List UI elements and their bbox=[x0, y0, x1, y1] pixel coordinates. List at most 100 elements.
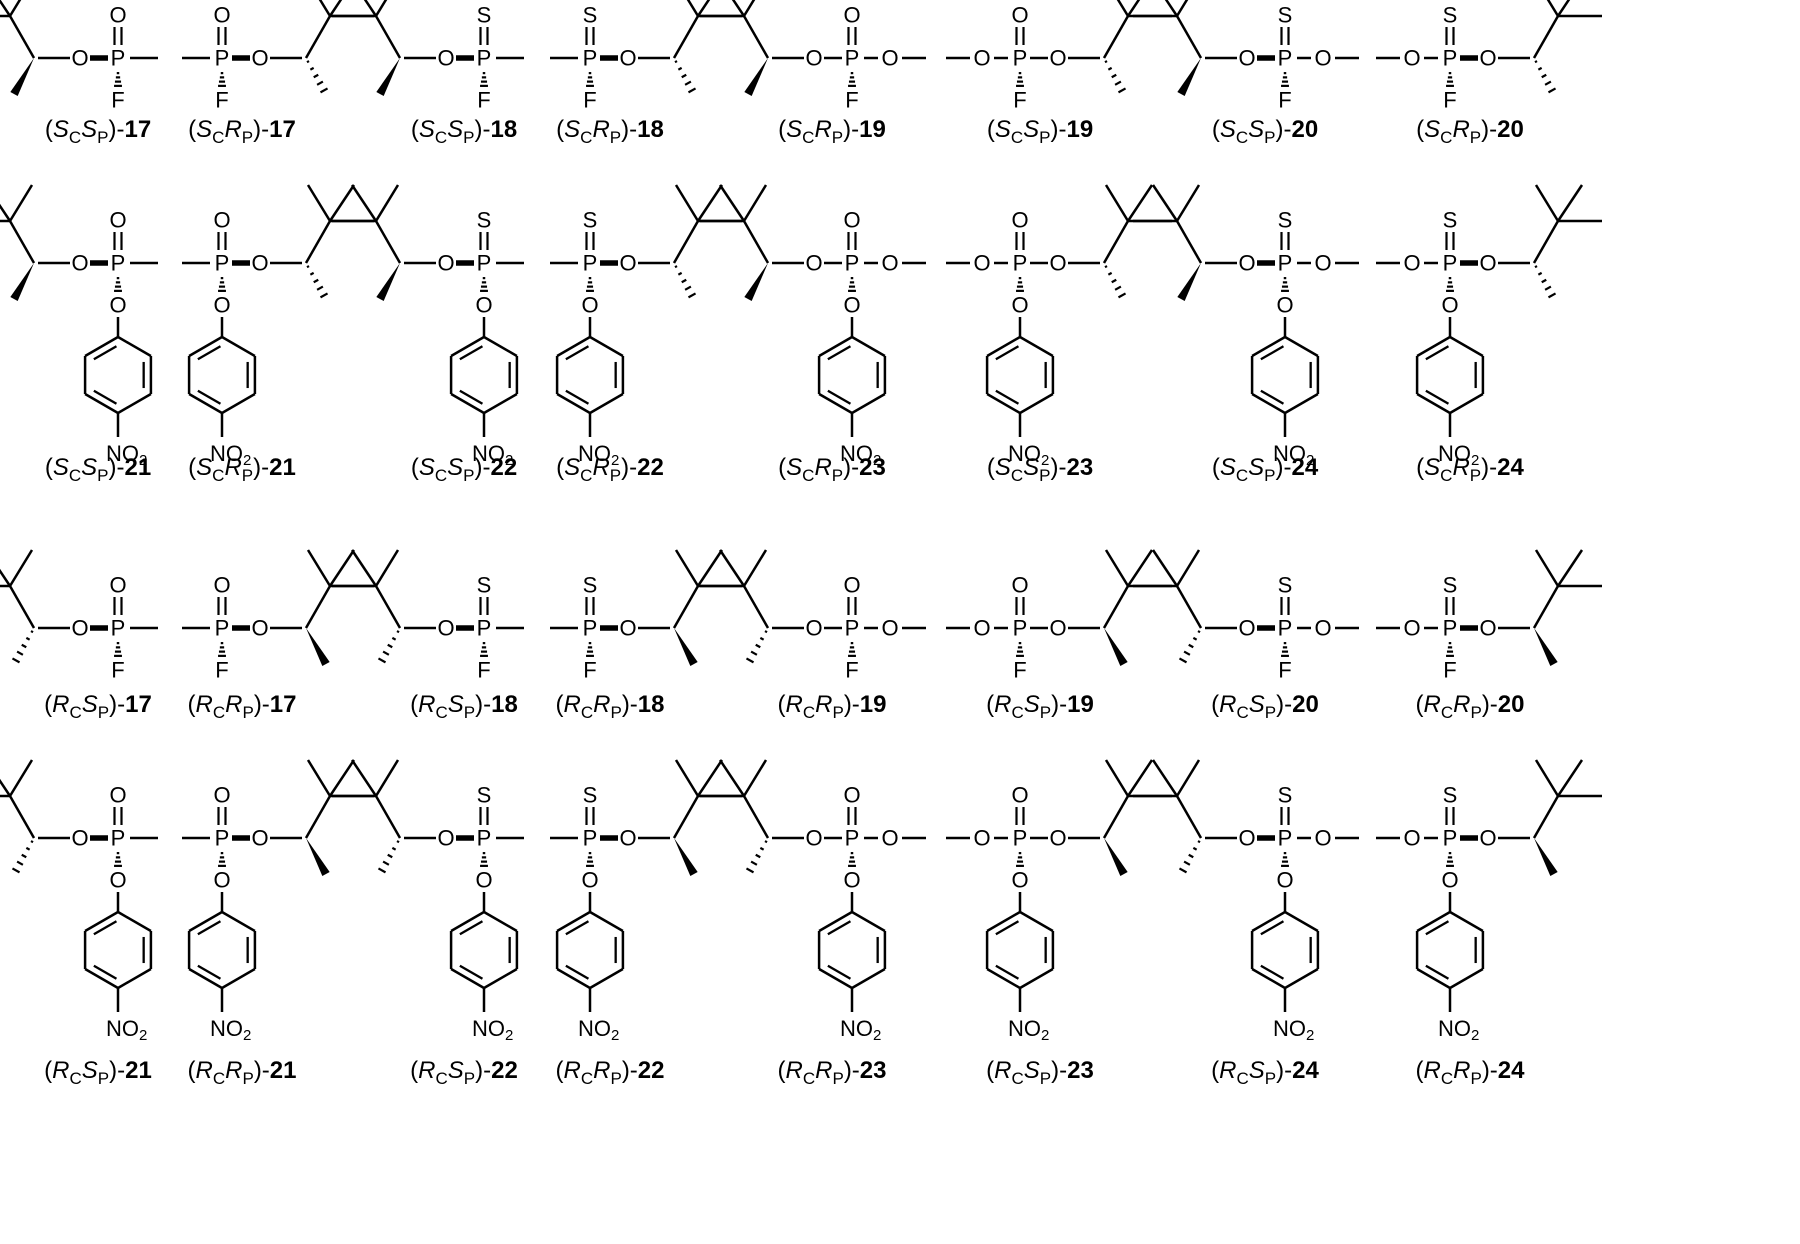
hash-stroke bbox=[387, 853, 393, 859]
label-part: 19 bbox=[1067, 691, 1094, 718]
label-part: C bbox=[1011, 128, 1023, 147]
ring-double-bond bbox=[1260, 964, 1285, 980]
stereo-wedge bbox=[10, 263, 34, 302]
nitro-subscript: 2 bbox=[139, 452, 147, 469]
compound-label: (SCSP)-24 bbox=[1212, 454, 1319, 485]
label-part: C bbox=[1441, 703, 1453, 722]
hash-stroke bbox=[306, 60, 310, 64]
thiono-sulfur: S bbox=[1443, 208, 1458, 233]
hash-stroke bbox=[1114, 285, 1122, 291]
methyl-bond bbox=[1116, 0, 1130, 17]
ester-oxygen: O bbox=[619, 46, 636, 71]
stereo-wedge bbox=[376, 263, 400, 302]
label-part: ( bbox=[556, 116, 564, 143]
ester-oxygen: O bbox=[1238, 616, 1255, 641]
ester-oxygen: O bbox=[1479, 251, 1496, 276]
label-part: R bbox=[815, 691, 832, 718]
methyl-bond bbox=[1556, 759, 1584, 797]
ring-bond bbox=[1284, 910, 1319, 933]
compound-label: (SCSP)-17 bbox=[45, 116, 151, 147]
label-part: ( bbox=[1416, 1057, 1424, 1084]
label-part: ( bbox=[411, 454, 419, 481]
label-part: ( bbox=[556, 454, 564, 481]
aryl-oxygen: O bbox=[1441, 868, 1458, 893]
hash-stroke bbox=[1537, 66, 1543, 71]
nitro-label: NO bbox=[210, 1016, 243, 1041]
label-part: C bbox=[1440, 466, 1452, 485]
methyl-bond bbox=[674, 184, 700, 222]
label-part: )- bbox=[254, 691, 270, 718]
ring-double-bond bbox=[459, 345, 484, 361]
ring-bond bbox=[450, 392, 485, 415]
label-part: 24 bbox=[1497, 454, 1524, 481]
hash-stroke bbox=[687, 87, 697, 94]
label-part: C bbox=[212, 128, 224, 147]
label-part: ( bbox=[188, 116, 196, 143]
label-part: R bbox=[225, 691, 242, 718]
hash-stroke bbox=[387, 643, 393, 649]
phosphorus-atom: P bbox=[111, 826, 126, 851]
label-part: ( bbox=[556, 691, 564, 718]
methyl-bond bbox=[350, 759, 378, 797]
phosphorus-atom: P bbox=[1013, 251, 1028, 276]
label-part: )- bbox=[1051, 1057, 1067, 1084]
label-part: C bbox=[580, 128, 592, 147]
ring-bond bbox=[1251, 910, 1286, 933]
ring-bond bbox=[556, 392, 591, 415]
hash-stroke bbox=[1534, 265, 1538, 269]
nitro-group: NO2 bbox=[578, 441, 619, 469]
methyl-bond bbox=[1556, 549, 1584, 587]
c-c-bond bbox=[1102, 220, 1130, 264]
c-c-bond bbox=[374, 220, 402, 264]
thiono-sulfur: S bbox=[1443, 573, 1458, 598]
methyl-bond bbox=[742, 549, 768, 587]
ring-bond bbox=[1416, 392, 1451, 415]
label-part: S bbox=[1023, 116, 1039, 143]
label-part: R bbox=[224, 116, 241, 143]
label-part: )- bbox=[1050, 454, 1066, 481]
c-c-bond bbox=[8, 795, 36, 839]
methyl-bond bbox=[674, 759, 700, 797]
p-f-hashed-bond bbox=[1016, 72, 1024, 87]
label-part: R bbox=[418, 691, 435, 718]
methoxy-oxygen: O bbox=[881, 616, 898, 641]
phosphorus-atom: P bbox=[1278, 826, 1293, 851]
methoxy-oxygen: O bbox=[1314, 826, 1331, 851]
label-part: 23 bbox=[1067, 1057, 1094, 1084]
label-part: 21 bbox=[269, 454, 296, 481]
label-part: 19 bbox=[859, 116, 886, 143]
label-part: P bbox=[1470, 128, 1481, 147]
stereo-hash bbox=[377, 630, 400, 664]
label-part: 20 bbox=[1498, 691, 1525, 718]
hash-stroke bbox=[30, 630, 34, 634]
fluorine-atom: F bbox=[845, 658, 858, 683]
nitro-group: NO2 bbox=[1008, 1016, 1049, 1044]
hash-stroke bbox=[316, 80, 324, 86]
label-part: P bbox=[463, 128, 474, 147]
label-part: S bbox=[81, 116, 97, 143]
methyl-bond bbox=[0, 0, 12, 17]
p-f-hashed-bond bbox=[586, 642, 594, 657]
label-part: P bbox=[610, 703, 621, 722]
ring-bond bbox=[1416, 967, 1451, 990]
methyl-bond bbox=[318, 0, 332, 17]
ring-bond bbox=[556, 967, 591, 990]
label-part: P bbox=[464, 703, 475, 722]
label-part: )- bbox=[1275, 454, 1291, 481]
nitro-label: NO bbox=[1273, 441, 1306, 466]
p-o-hashed-bond bbox=[1281, 277, 1289, 292]
nitro-group: NO2 bbox=[840, 1016, 881, 1044]
label-part: S bbox=[53, 454, 69, 481]
phosphorus-atom: P bbox=[1013, 46, 1028, 71]
methyl-bond bbox=[742, 759, 768, 797]
ring-bond bbox=[1416, 335, 1451, 358]
stereo-wedge bbox=[674, 838, 698, 877]
methyl-bond bbox=[8, 0, 22, 17]
nitro-subscript: 2 bbox=[1471, 1027, 1479, 1044]
label-part: P bbox=[832, 128, 843, 147]
